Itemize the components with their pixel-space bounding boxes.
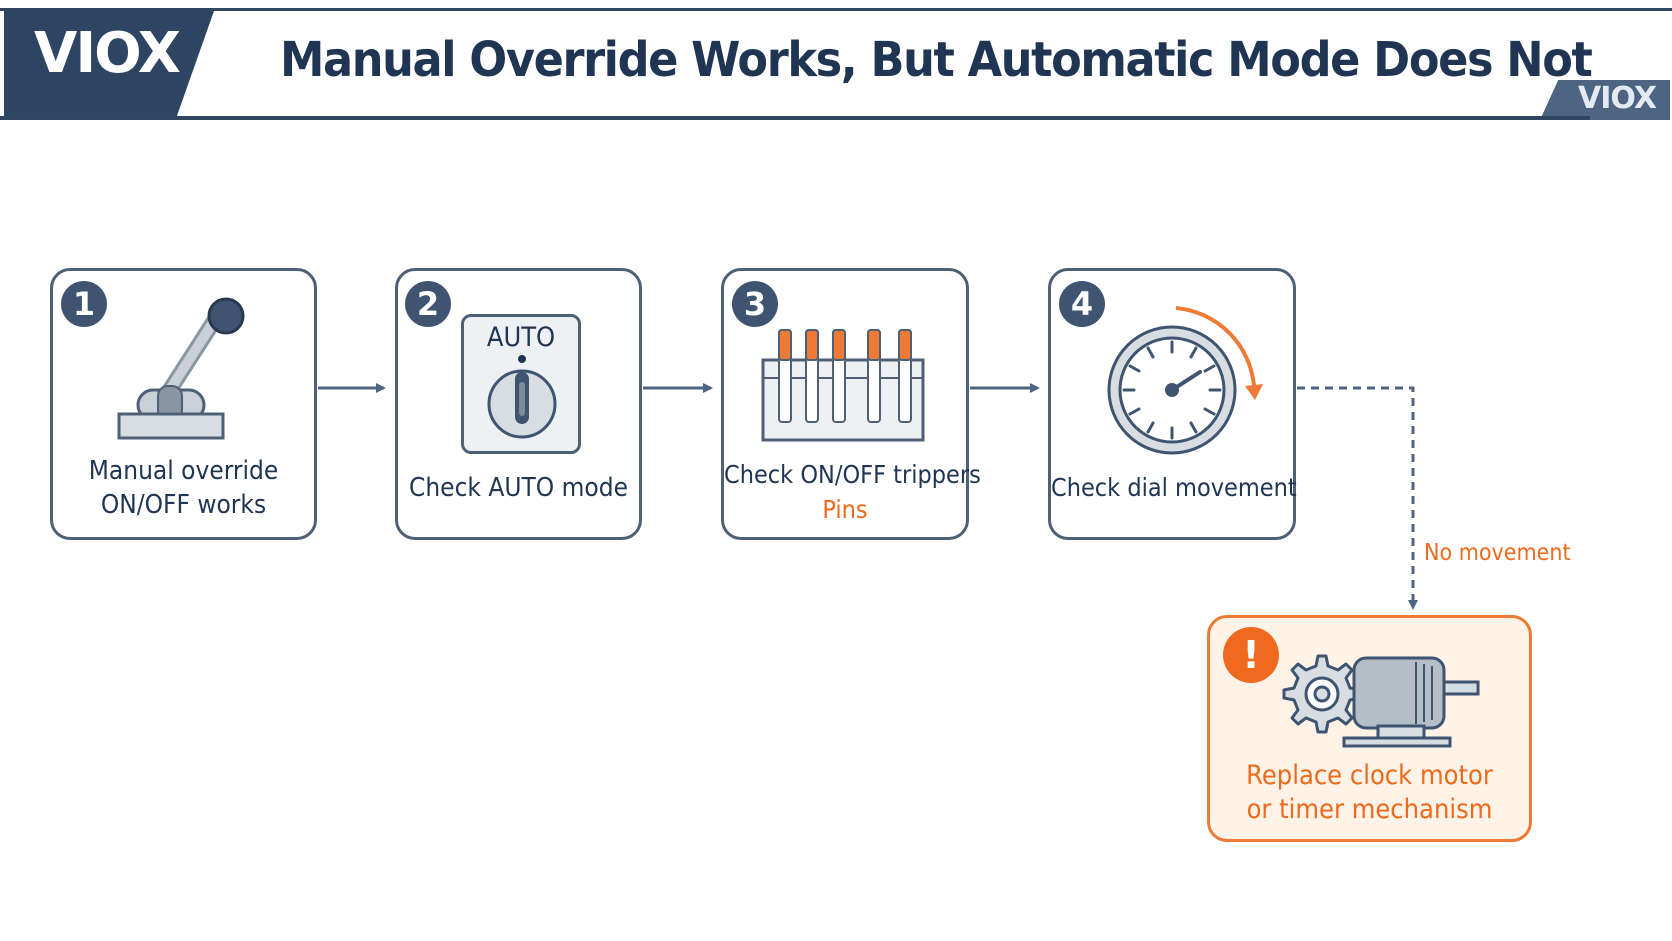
- step-number-1: 1: [61, 281, 107, 327]
- tripper-pins-icon: [761, 329, 925, 442]
- step-2-label: Check AUTO mode: [409, 473, 628, 503]
- step-1-label-line1: Manual override: [88, 456, 279, 486]
- logo: VIOX: [34, 21, 181, 86]
- tripper-pin-5: [898, 329, 912, 423]
- toggle-lever-icon: [117, 297, 245, 440]
- header-bottom-rule: [0, 116, 1590, 120]
- result-label-line2: or timer mechanism: [1246, 794, 1493, 825]
- step-number-3: 3: [732, 281, 778, 327]
- tripper-pin-3: [832, 329, 846, 423]
- gear-motor-icon: [1282, 654, 1480, 748]
- step-1-label-line2: ON/OFF works: [100, 490, 267, 520]
- step-1-label: Manual override ON/OFF works: [56, 454, 311, 522]
- clock-dial-icon: [1107, 306, 1263, 455]
- alert-icon: !: [1223, 627, 1279, 683]
- brand-badge: [1540, 80, 1670, 120]
- logo-block: [4, 11, 214, 118]
- auto-mode-switch-icon: [487, 355, 557, 439]
- step-number-2: 2: [405, 281, 451, 327]
- step-3-label: Check ON/OFF trippers: [724, 460, 981, 489]
- brand-badge-text: VIOX: [1578, 81, 1657, 116]
- tripper-pin-4: [867, 329, 881, 423]
- result-label: Replace clock motor or timer mechanism: [1210, 759, 1529, 827]
- auto-panel-text: AUTO: [486, 322, 556, 353]
- header-top-rule: [0, 8, 1672, 11]
- step-3-sublabel: Pins: [822, 495, 868, 524]
- result-label-line1: Replace clock motor: [1246, 760, 1493, 791]
- tripper-pin-1: [778, 329, 792, 423]
- step-number-4: 4: [1059, 281, 1105, 327]
- tripper-pin-2: [805, 329, 819, 423]
- step-4-label: Check dial movement: [1051, 473, 1297, 502]
- page-title: Manual Override Works, But Automatic Mod…: [280, 32, 1593, 88]
- branch-condition-label: No movement: [1424, 540, 1571, 566]
- branch-connector: [1297, 386, 1418, 610]
